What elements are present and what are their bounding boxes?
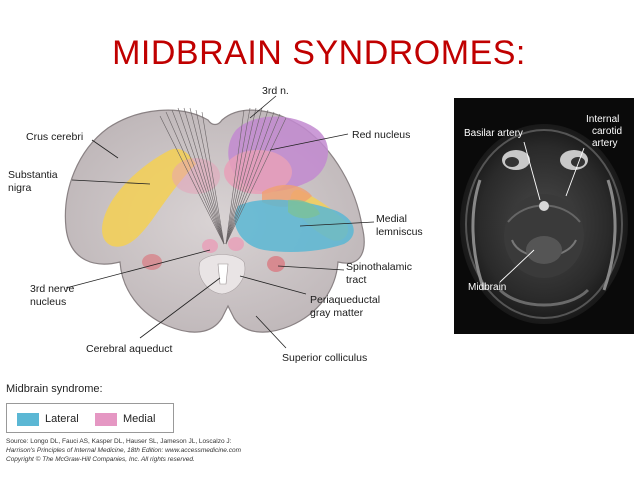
medial-lemniscus-green — [288, 199, 320, 219]
third-nerve-fibers — [159, 107, 287, 245]
source-citation: Source: Longo DL, Fauci AS, Kasper DL, H… — [6, 437, 336, 464]
label-spinothalamic-2: tract — [346, 274, 367, 286]
source-line-2: Harrison's Principles of Internal Medici… — [6, 447, 241, 454]
label-medial-lemniscus-1: Medial — [376, 213, 407, 225]
label-substantia-nigra-1: Substantia — [8, 169, 58, 181]
mri-label-internal-carotid-1: Internal — [586, 114, 619, 125]
red-nucleus — [224, 150, 292, 194]
mri-label-basilar-artery: Basilar artery — [464, 128, 523, 139]
leader-lines — [65, 95, 375, 349]
label-periaqueductal-1: Periaqueductal — [310, 294, 380, 306]
slide-title: MIDBRAIN SYNDROMES: — [112, 34, 526, 72]
cerebral-aqueduct — [217, 263, 229, 285]
label-superior-colliculus: Superior colliculus — [282, 352, 367, 364]
label-third-n: 3rd n. — [262, 85, 289, 97]
legend-swatch-lateral — [17, 413, 39, 426]
diagram-labels: 3rd n. Crus cerebri Substantia nigra 3rd… — [8, 85, 423, 364]
left-nerve-patch — [142, 254, 162, 270]
label-crus-cerebri: Crus cerebri — [26, 131, 83, 143]
label-periaqueductal-2: gray matter — [310, 307, 364, 319]
legend-label-lateral: Lateral — [45, 413, 79, 425]
midbrain-cross-section — [64, 107, 365, 333]
mri-label-internal-carotid-2: carotid — [592, 126, 622, 137]
label-spinothalamic-1: Spinothalamic — [346, 261, 412, 273]
label-third-nerve-nucleus-1: 3rd nerve — [30, 283, 75, 295]
mri-label-midbrain: Midbrain — [468, 282, 506, 293]
third-nerve-nucleus-left — [202, 239, 218, 253]
label-third-nerve-nucleus-2: nucleus — [30, 296, 66, 308]
legend: Lateral Medial — [6, 403, 174, 433]
legend-swatch-medial — [95, 413, 117, 426]
spinothalamic-patch — [267, 256, 285, 272]
legend-label-medial: Medial — [123, 413, 156, 425]
source-line-1: Source: Longo DL, Fauci AS, Kasper DL, H… — [6, 438, 232, 445]
mri-image: Basilar artery Internal carotid artery M… — [454, 98, 634, 334]
label-red-nucleus: Red nucleus — [352, 129, 410, 141]
label-substantia-nigra-2: nigra — [8, 182, 32, 194]
mri-label-internal-carotid-3: artery — [592, 138, 618, 149]
label-cerebral-aqueduct: Cerebral aqueduct — [86, 343, 172, 355]
legend-title: Midbrain syndrome: — [6, 383, 103, 395]
source-line-3: Copyright © The McGraw-Hill Companies, I… — [6, 456, 195, 463]
lateral-syndrome-region — [234, 199, 354, 252]
label-medial-lemniscus-2: lemniscus — [376, 226, 423, 238]
third-nerve-nucleus-right — [228, 237, 244, 251]
